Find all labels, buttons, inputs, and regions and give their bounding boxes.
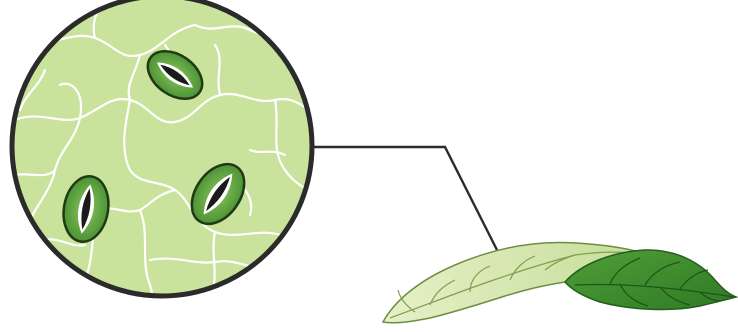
leaf	[383, 242, 736, 322]
connector-line	[312, 147, 497, 250]
magnified-view	[12, 0, 320, 320]
